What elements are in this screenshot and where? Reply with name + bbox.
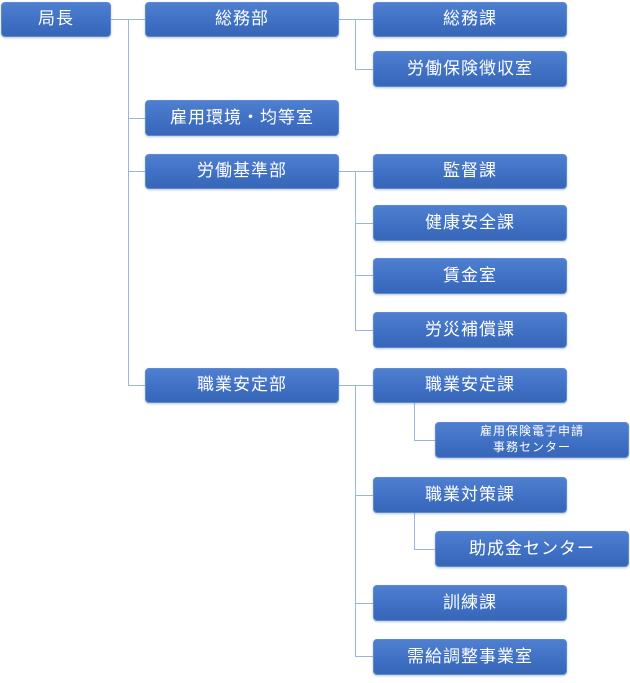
connector [355, 330, 374, 331]
connector [414, 512, 415, 549]
node-kantoku-ka[interactable]: 監督課 [373, 154, 567, 189]
connector [128, 118, 146, 119]
connector [355, 495, 374, 496]
node-denshi-center-line2: 事務センター [492, 440, 571, 454]
connector [355, 69, 374, 70]
node-josei-center[interactable]: 助成金センター [435, 531, 629, 567]
connector [355, 171, 356, 330]
node-antei-ka[interactable]: 職業安定課 [373, 368, 567, 403]
node-kunren-ka[interactable]: 訓練課 [373, 585, 567, 621]
connector [355, 656, 374, 657]
connector [355, 223, 374, 224]
node-rousai-ka[interactable]: 労災補償課 [373, 312, 567, 348]
node-kenkou-anzen-ka[interactable]: 健康安全課 [373, 205, 567, 241]
connector [128, 19, 129, 385]
node-chingin-shitsu[interactable]: 賃金室 [373, 258, 567, 294]
connector [128, 385, 146, 386]
connector [338, 171, 374, 172]
connector [338, 385, 374, 386]
node-roudou-hoken[interactable]: 労働保険徴収室 [373, 51, 567, 87]
connector [414, 402, 415, 440]
node-root[interactable]: 局長 [1, 2, 111, 37]
connector [355, 603, 374, 604]
node-denshi-center[interactable]: 雇用保険電子申請 事務センター [435, 422, 629, 458]
node-somu-bu[interactable]: 総務部 [145, 2, 339, 37]
connector [355, 275, 374, 276]
node-jukyuu-shitsu[interactable]: 需給調整事業室 [373, 639, 567, 675]
connector [414, 440, 436, 441]
node-antei-bu[interactable]: 職業安定部 [145, 368, 339, 403]
node-kijun-bu[interactable]: 労働基準部 [145, 154, 339, 189]
connector [355, 385, 356, 656]
connector [414, 549, 436, 550]
node-taisaku-ka[interactable]: 職業対策課 [373, 477, 567, 513]
node-denshi-center-line1: 雇用保険電子申請 [479, 424, 584, 439]
connector [355, 19, 356, 69]
connector [128, 171, 146, 172]
node-somu-ka[interactable]: 総務課 [373, 2, 567, 37]
node-koyou-kankyou[interactable]: 雇用環境・均等室 [145, 100, 339, 136]
connector [338, 19, 374, 20]
